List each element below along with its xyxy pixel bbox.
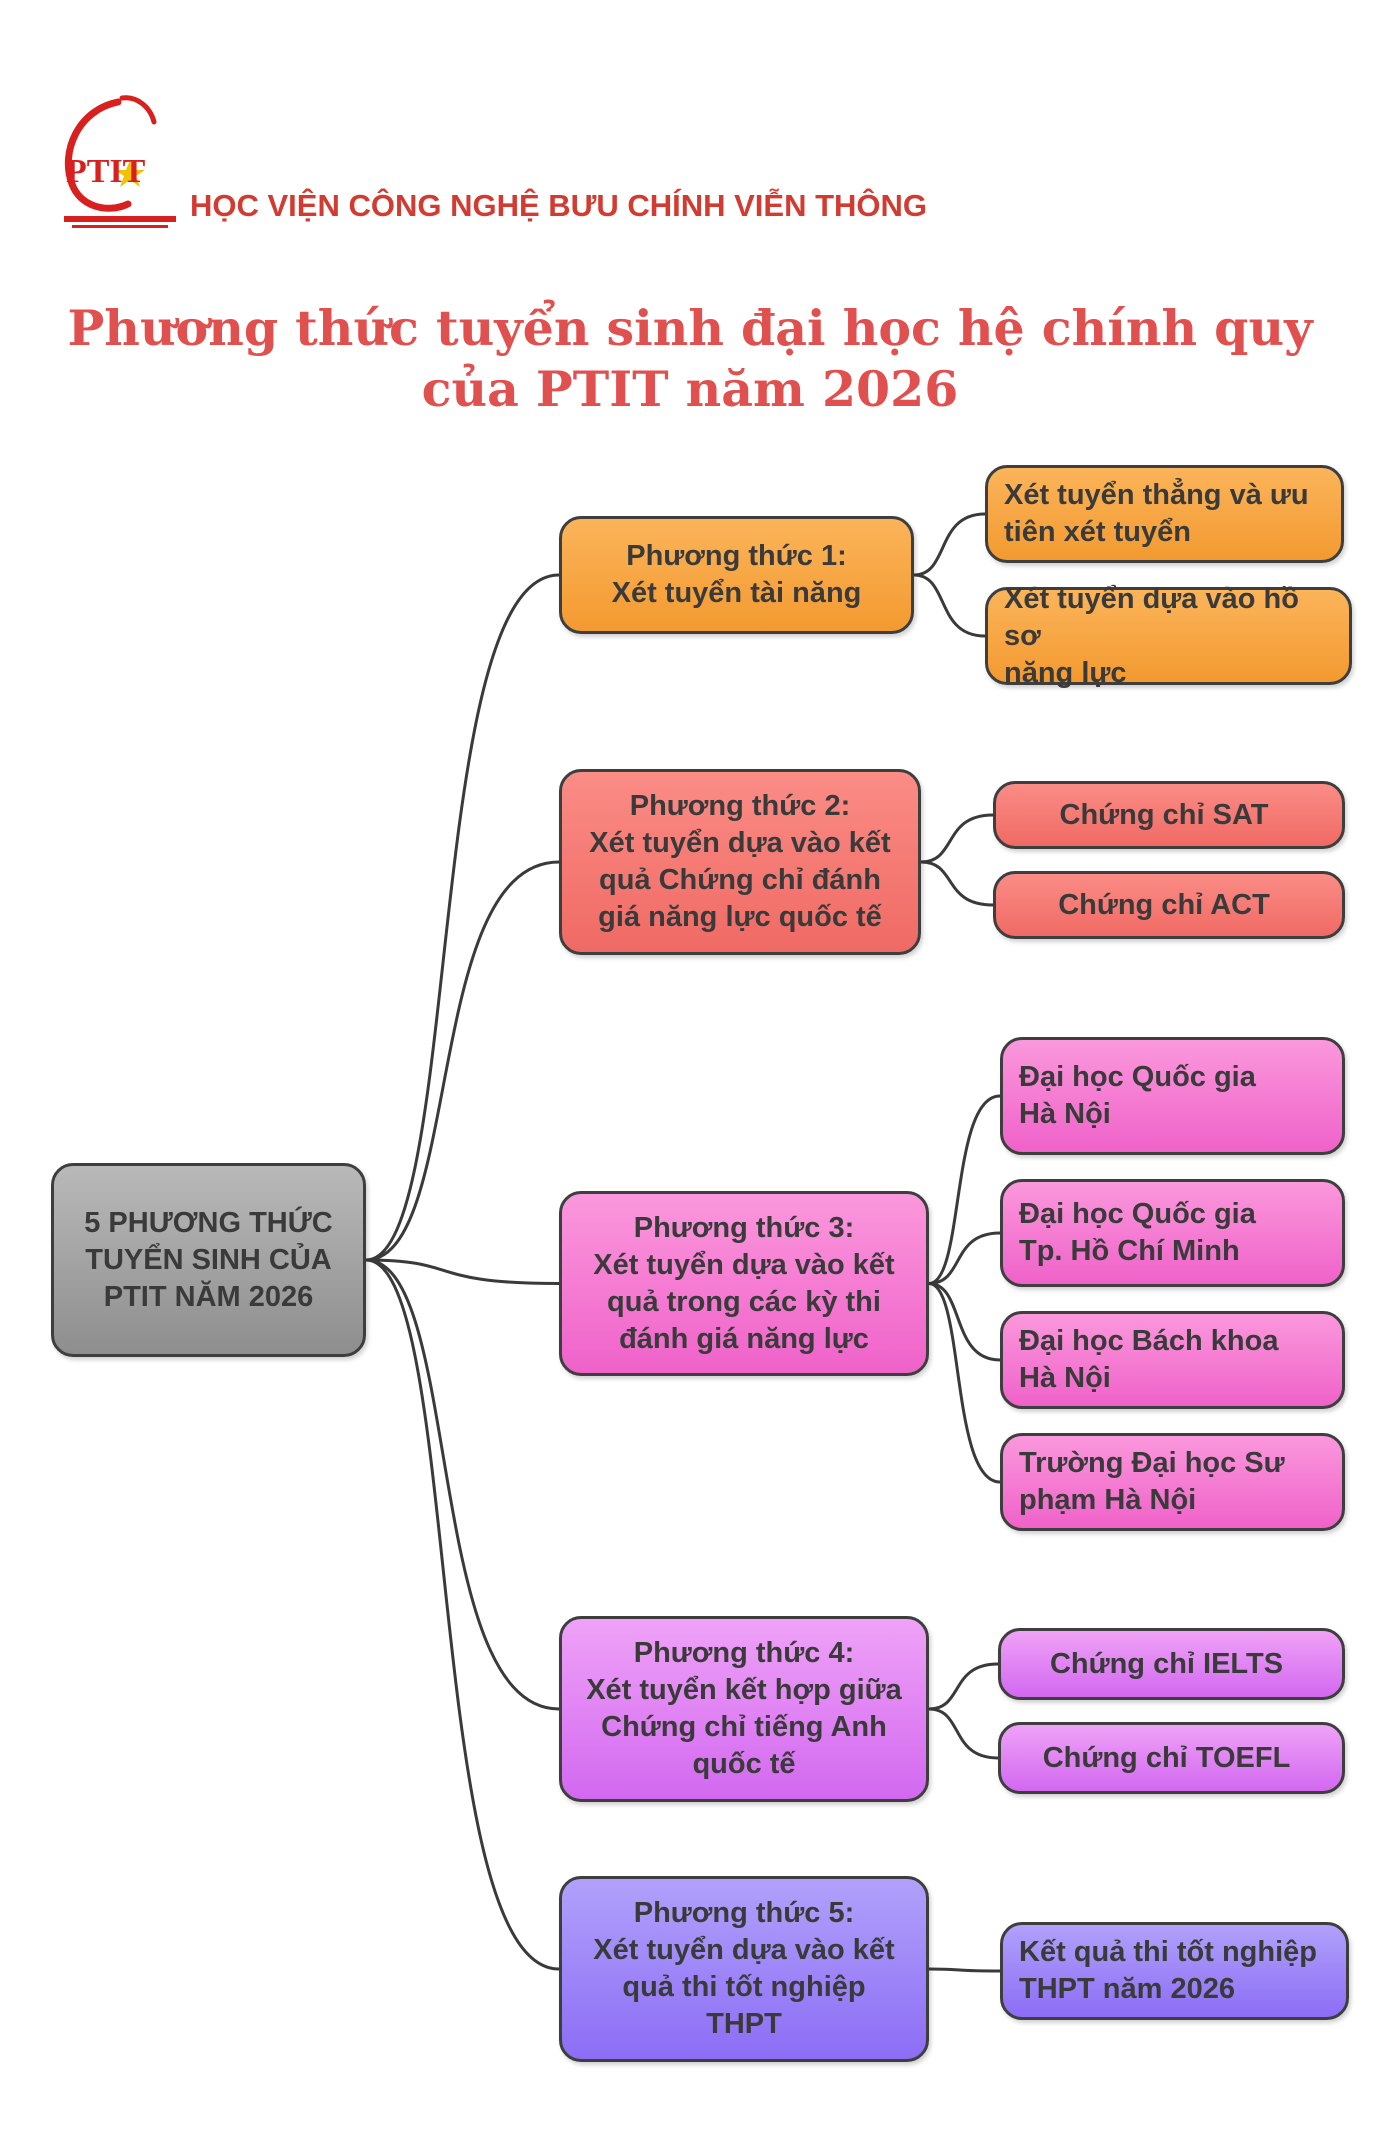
root-node-label: 5 PHƯƠNG THỨC TUYỂN SINH CỦA PTIT NĂM 20… (84, 1206, 333, 1313)
method-2-option-2: Chứng chỉ ACT (993, 871, 1345, 939)
method-4-to-option-2-line (927, 1707, 1000, 1760)
method-1-to-option-2-line (912, 573, 987, 638)
root-to-method-1-line (364, 573, 561, 1262)
method-2-option-2-label: Chứng chỉ ACT (1058, 888, 1270, 921)
method-4-option-1-label: Chứng chỉ IELTS (1049, 1647, 1284, 1680)
method-3-to-option-4-line (927, 1282, 1002, 1484)
method-2-option-1: Chứng chỉ SAT (993, 781, 1345, 849)
method-3-node: Phương thức 3: Xét tuyển dựa vào kết quả… (559, 1191, 929, 1376)
method-2-label: Phương thức 2: Xét tuyển dựa vào kết quả… (589, 790, 891, 933)
method-4-option-2-label: Chứng chỉ TOEFL (1042, 1741, 1291, 1774)
root-to-method-2-line (364, 860, 561, 1262)
root-to-method-5-line (364, 1258, 561, 1971)
method-4-option-1: Chứng chỉ IELTS (998, 1628, 1345, 1700)
method-3-option-2-label: Đại học Quốc gia Tp. Hồ Chí Minh (1019, 1198, 1256, 1267)
method-3-option-4-label: Trường Đại học Sư phạm Hà Nội (1019, 1447, 1285, 1516)
method-1-label: Phương thức 1: Xét tuyển tài năng (611, 540, 862, 609)
method-1-to-option-1-line (912, 512, 987, 577)
method-3-option-4: Trường Đại học Sư phạm Hà Nội (1000, 1433, 1345, 1531)
method-5-label: Phương thức 5: Xét tuyển dựa vào kết quả… (593, 1897, 895, 2040)
method-2-to-option-1-line (919, 813, 995, 864)
method-4-label: Phương thức 4: Xét tuyển kết hợp giữa Ch… (586, 1637, 902, 1780)
method-3-option-2: Đại học Quốc gia Tp. Hồ Chí Minh (1000, 1179, 1345, 1287)
method-5-node: Phương thức 5: Xét tuyển dựa vào kết quả… (559, 1876, 929, 2062)
page-title: Phương thức tuyển sinh đại học hệ chính … (60, 298, 1320, 420)
method-4-node: Phương thức 4: Xét tuyển kết hợp giữa Ch… (559, 1616, 929, 1802)
method-5-to-option-1-line (927, 1967, 1002, 1973)
root-to-method-3-line (364, 1258, 561, 1285)
method-3-option-3: Đại học Bách khoa Hà Nội (1000, 1311, 1345, 1409)
method-3-to-option-1-line (927, 1094, 1002, 1285)
method-4-option-2: Chứng chỉ TOEFL (998, 1722, 1345, 1794)
logo-lettering: PTIT (66, 153, 146, 190)
method-2-node: Phương thức 2: Xét tuyển dựa vào kết quả… (559, 769, 921, 955)
method-5-option-1-label: Kết quả thi tốt nghiệp THPT năm 2026 (1019, 1936, 1318, 2005)
method-5-option-1: Kết quả thi tốt nghiệp THPT năm 2026 (1000, 1922, 1349, 2020)
method-3-to-option-3-line (927, 1282, 1002, 1362)
method-1-option-1: Xét tuyển thẳng và ưu tiên xét tuyển (985, 465, 1344, 563)
root-node: 5 PHƯƠNG THỨC TUYỂN SINH CỦA PTIT NĂM 20… (51, 1163, 366, 1357)
method-3-option-3-label: Đại học Bách khoa Hà Nội (1019, 1325, 1279, 1394)
method-2-to-option-2-line (919, 860, 995, 907)
method-1-option-2: Xét tuyển dựa vào hồ sơ năng lực (985, 583, 1352, 689)
method-3-option-1: Đại học Quốc gia Hà Nội (1000, 1037, 1345, 1155)
method-3-to-option-2-line (927, 1231, 1002, 1285)
title-line-2: của PTIT năm 2026 (421, 360, 959, 418)
method-1-option-2-label: Xét tuyển dựa vào hồ sơ năng lực (1004, 582, 1299, 689)
method-1-node: Phương thức 1: Xét tuyển tài năng (559, 516, 914, 634)
method-4-to-option-1-line (927, 1662, 1000, 1711)
ptit-logo: PTIT (64, 95, 176, 228)
method-2-option-1-label: Chứng chỉ SAT (1059, 798, 1269, 831)
method-3-label: Phương thức 3: Xét tuyển dựa vào kết quả… (593, 1211, 895, 1355)
title-line-1: Phương thức tuyển sinh đại học hệ chính … (67, 299, 1313, 357)
method-1-option-1-label: Xét tuyển thẳng và ưu tiên xét tuyển (1004, 479, 1309, 548)
method-3-option-1-label: Đại học Quốc gia Hà Nội (1019, 1061, 1256, 1130)
root-to-method-4-line (364, 1258, 561, 1711)
organization-name: HỌC VIỆN CÔNG NGHỆ BƯU CHÍNH VIỄN THÔNG (190, 188, 928, 223)
